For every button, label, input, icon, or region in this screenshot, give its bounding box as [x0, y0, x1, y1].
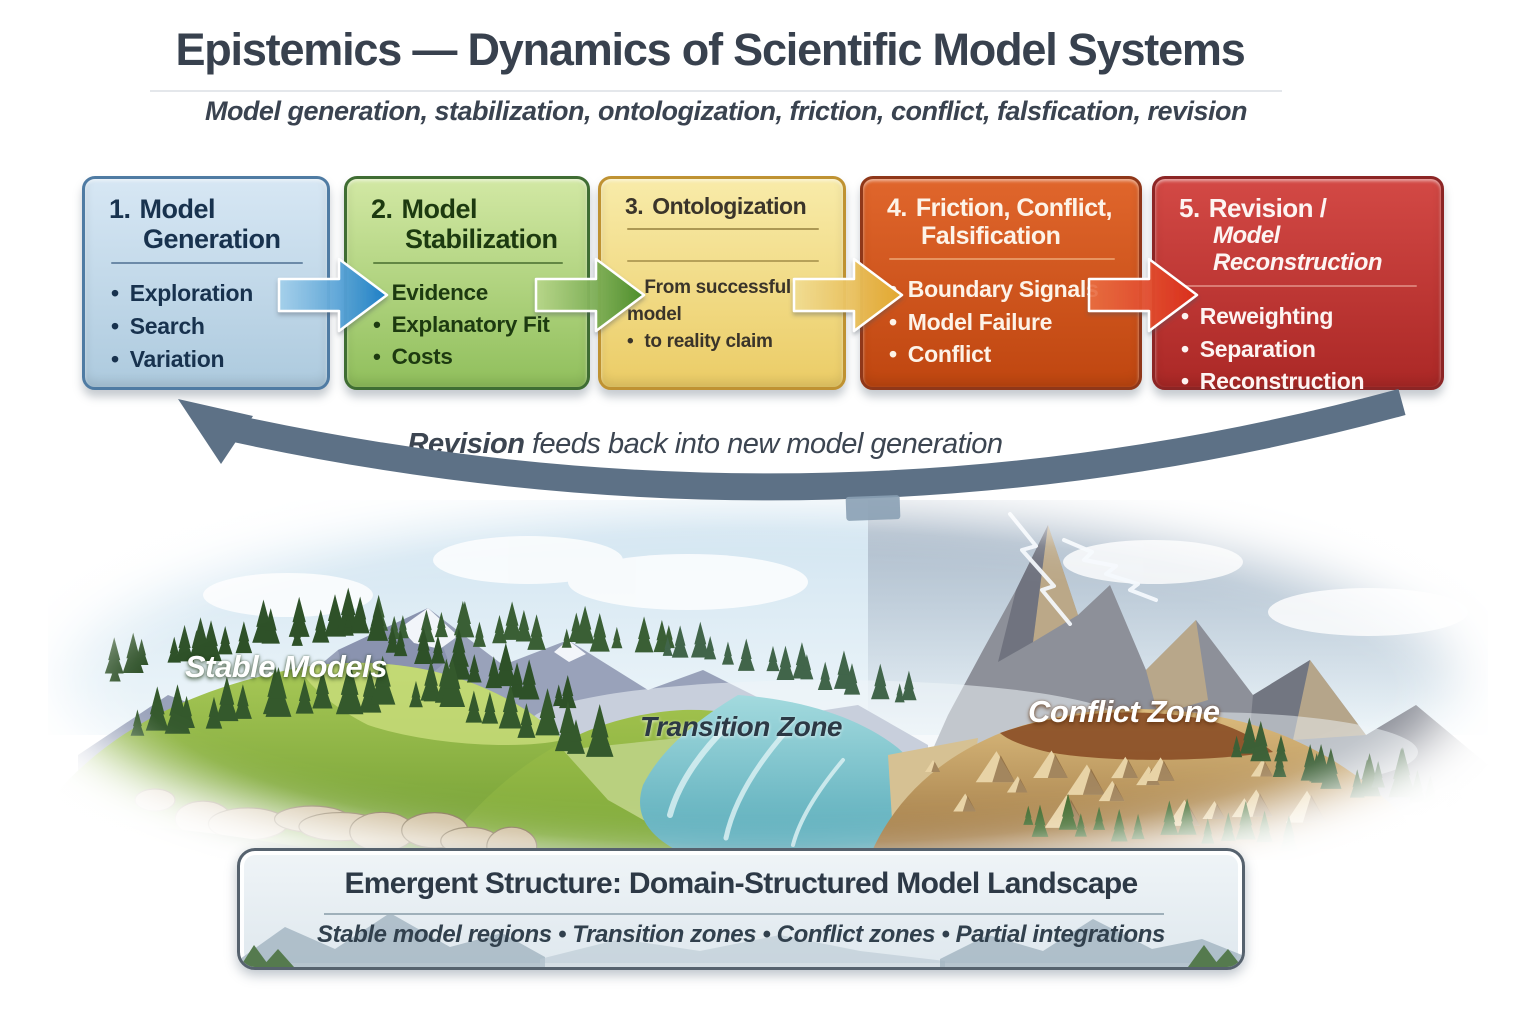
step-title-line2: Stabilization: [405, 224, 558, 255]
step-title-line2: Falsification: [921, 222, 1061, 250]
step-title-rule: [373, 262, 563, 265]
step-title-line1: Revision /: [1208, 193, 1327, 223]
landscape-illustration: [48, 500, 1488, 860]
step-title-line2: Generation: [143, 224, 281, 255]
step-title-rule: [1181, 284, 1417, 287]
step-number: 3.: [625, 193, 644, 219]
title-divider: [150, 90, 1282, 92]
step-bullets: Boundary Signals Model Failure Conflict: [889, 273, 1117, 371]
bullet-item: From successful model: [627, 275, 821, 329]
label-conflict-zone: Conflict Zone: [1028, 694, 1220, 729]
step-title: 2. Model: [371, 194, 565, 224]
banner-title: Emergent Structure: Domain-Structured Mo…: [344, 867, 1138, 900]
banner-divider: [324, 913, 1164, 915]
label-transition-zone: Transition Zone: [640, 711, 843, 742]
bullet-item: Evidence: [373, 277, 565, 309]
bullet-item: Exploration: [111, 277, 305, 310]
step-card-model-stabilization: 2. Model Stabilization Evidence Explanat…: [344, 176, 590, 390]
page-title: Epistemics — Dynamics of Scientific Mode…: [175, 24, 1245, 75]
process-flow: 1. Model Generation Exploration Search V…: [0, 176, 1536, 394]
feedback-emphasis: Revision: [407, 428, 525, 460]
bullet-item: Conflict: [889, 338, 1117, 371]
bullet-item: Boundary Signals: [889, 273, 1117, 306]
step-bullets: Evidence Explanatory Fit Costs: [373, 277, 565, 373]
bullet-item: Search: [111, 310, 305, 343]
step-number: 2.: [371, 194, 393, 224]
step-title-line1: Model: [401, 194, 478, 224]
bullet-item: Variation: [111, 343, 305, 376]
banner-tree: [240, 945, 270, 967]
banner-tree: [1212, 949, 1242, 967]
step-title-line1: Friction, Conflict,: [915, 194, 1113, 222]
step-title-line2: Model Reconstruction: [1213, 222, 1383, 276]
banner-background-art: [240, 913, 1242, 967]
bullet-item: Costs: [373, 341, 565, 373]
step-bullets: Exploration Search Variation: [111, 277, 305, 375]
banner-tree: [262, 949, 294, 967]
bullet-item: Reweighting: [1181, 300, 1419, 333]
step-title: 4. Friction, Conflict,: [887, 194, 1117, 222]
step-number: 4.: [887, 194, 907, 222]
step-title: 1. Model: [109, 194, 305, 224]
step-title-line1: Ontologization: [652, 193, 807, 219]
feedback-text: feeds back into new model generation: [524, 428, 1003, 460]
step-extra-rule: [627, 259, 819, 262]
banner-tree: [1188, 945, 1220, 967]
step-title-rule: [627, 227, 819, 230]
step-card-revision-reconstruction: 5. Revision / Model Reconstruction Rewei…: [1152, 176, 1444, 394]
step-number: 5.: [1179, 193, 1200, 223]
step-title: 5. Revision /: [1179, 193, 1419, 223]
step-card-ontologization: 3. Ontologization From successful model …: [598, 176, 846, 390]
page-subtitle: Model generation, stabilization, ontolog…: [204, 96, 1248, 126]
step-title-line1: Model: [139, 194, 216, 224]
step-title: 3. Ontologization: [625, 193, 821, 220]
bullet-item: Separation: [1181, 333, 1419, 366]
step-title-rule: [111, 262, 303, 265]
emergent-structure-banner: Emergent Structure: Domain-Structured Mo…: [237, 848, 1245, 970]
step-bullets: From successful model to reality claim: [627, 275, 821, 356]
bullet-item: Model Failure: [889, 306, 1117, 339]
banner-subtitle: Stable model regions • Transition zones …: [317, 921, 1165, 948]
bullet-item: Reconstruction: [1181, 365, 1419, 398]
step-number: 1.: [109, 194, 131, 224]
step-title-rule: [889, 258, 1115, 260]
step-card-friction-conflict-falsification: 4. Friction, Conflict, Falsification Bou…: [860, 176, 1142, 390]
bullet-item: Explanatory Fit: [373, 309, 565, 341]
step-bullets: Reweighting Separation Reconstruction: [1181, 300, 1419, 398]
label-stable-models: Stable Models: [185, 649, 387, 684]
feedback-caption: Revision feeds back into new model gener…: [0, 428, 1410, 461]
step-card-model-generation: 1. Model Generation Exploration Search V…: [82, 176, 330, 390]
vignette: [48, 500, 1488, 860]
bullet-item: to reality claim: [627, 329, 821, 356]
